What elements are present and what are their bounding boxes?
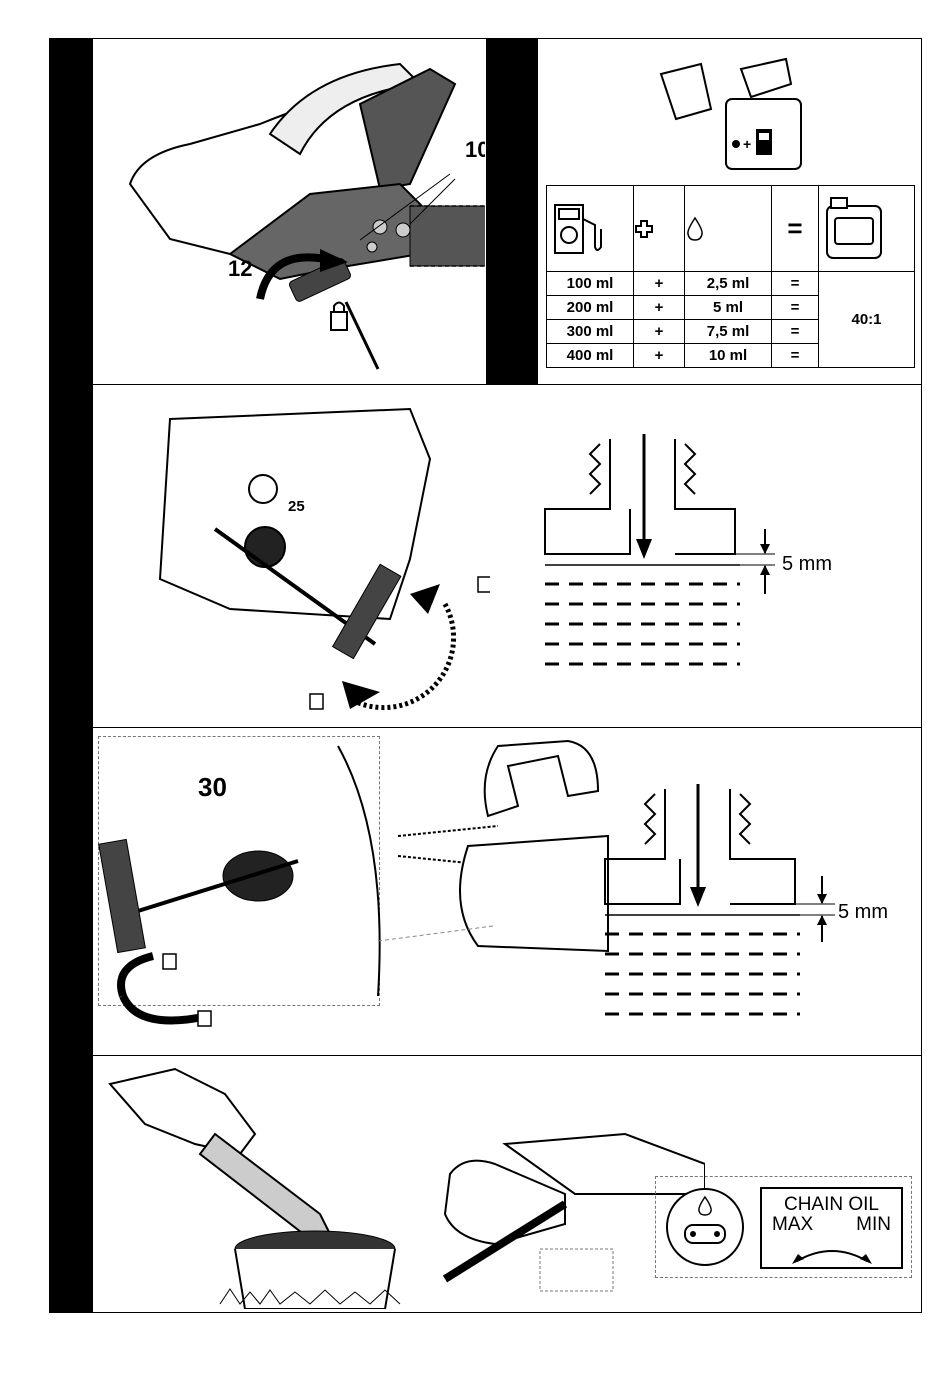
chain-oil-illustration [105, 1064, 705, 1309]
callout-30: 30 [198, 772, 227, 802]
fuel-mixing-pictogram: + [656, 49, 816, 174]
oil-cap-illustration: 30 [98, 736, 618, 1036]
section-divider-2 [50, 727, 921, 728]
fuel-pump-icon-cell [547, 186, 634, 272]
lock-icon [331, 312, 347, 330]
lock-icon [163, 954, 176, 969]
fill-gap-label: 5 mm [838, 901, 888, 923]
fuel-pump-icon [547, 199, 607, 259]
fuel-cap-illustration: 25 [110, 399, 490, 719]
mid-black-divider [486, 39, 538, 384]
fill-gap-label: 5 mm [782, 553, 832, 575]
chainsaw-tank-illustration: 10 12 [110, 44, 485, 379]
chain-oil-symbol [660, 1187, 750, 1267]
oil-plus-symbol-cell [634, 186, 685, 272]
svg-text:+: + [743, 136, 751, 152]
oil-fill-level-diagram: 5 mm [600, 784, 920, 1019]
section-divider-1 [50, 384, 921, 385]
plus-cross-icon [634, 219, 654, 239]
table-row: 100 ml + 2,5 ml = 40:1 [547, 272, 915, 296]
mix-ratio: 40:1 [819, 272, 915, 368]
chain-oil-text: CHAIN OIL [762, 1195, 901, 1215]
max-min-arrow-icon [762, 1237, 905, 1267]
min-label: MIN [856, 1215, 891, 1235]
oil-drop-cell [685, 186, 772, 272]
instruction-page: 10 12 + [49, 38, 922, 1313]
callout-25: 25 [288, 498, 305, 515]
fuel-mix-table: = 100 ml + 2,5 ml = 40:1 200 ml + 5 ml =… [546, 185, 915, 368]
callout-10: 10 [465, 137, 485, 162]
unlock-icon [478, 577, 490, 592]
callout-12: 12 [228, 256, 252, 281]
oil-drop-icon [685, 216, 705, 242]
fuel-canister-icon [819, 194, 889, 264]
canister-icon-cell [819, 186, 915, 272]
fuel-fill-level-diagram: 5 mm [540, 434, 880, 674]
left-black-sidebar [50, 39, 93, 1312]
lock-icon [310, 694, 323, 709]
chain-oil-level-label: CHAIN OIL MAX MIN [760, 1187, 903, 1269]
unlock-icon [198, 1011, 211, 1026]
equals-cell: = [772, 186, 819, 272]
section-divider-3 [50, 1055, 921, 1056]
max-label: MAX [772, 1215, 813, 1235]
